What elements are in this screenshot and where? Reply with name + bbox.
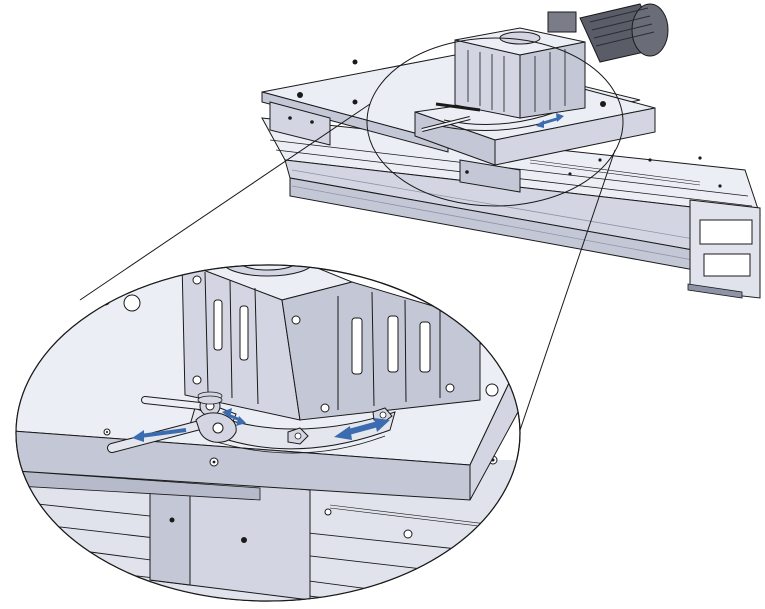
- overview-assembly: [261, 3, 761, 299]
- double-arrow-icon: [132, 428, 187, 442]
- gearbox: [454, 27, 586, 119]
- washer-stack: [197, 391, 223, 405]
- magnifier-circle-icon: [366, 37, 624, 207]
- zoom-connector-lines: [79, 103, 616, 446]
- zoomed-detail: [15, 264, 521, 602]
- motor: [547, 3, 669, 63]
- linear-rail: [261, 117, 761, 299]
- double-arrow-icon: [334, 418, 390, 440]
- wrench-icon: [421, 102, 481, 132]
- double-arrow-icon: [536, 113, 564, 128]
- double-arrow-icon: [222, 408, 246, 426]
- hex-nut: [287, 427, 309, 445]
